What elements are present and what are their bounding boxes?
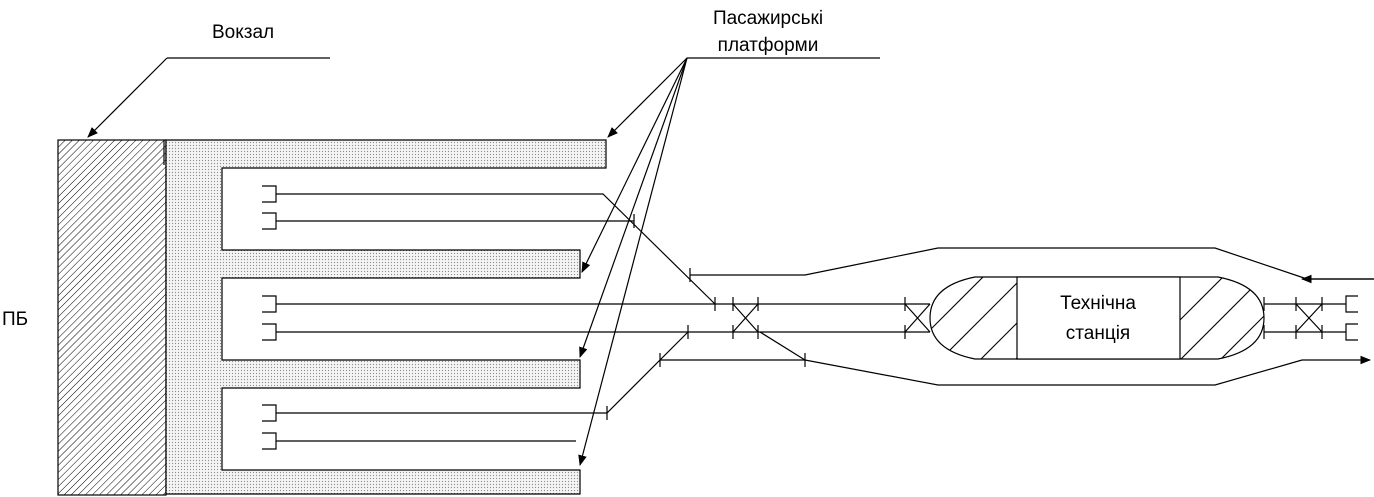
platforms-label-line2: платформи [718, 35, 819, 56]
platforms-label-line1: Пасажирські [713, 8, 823, 29]
station-building-label: Вокзал [212, 22, 274, 43]
switch-ticks [606, 214, 1323, 420]
technical-station-label-line1: Технічна [1060, 293, 1136, 314]
technical-station-box [1016, 276, 1181, 360]
left-marker-label: ПБ [2, 309, 28, 330]
main-lines [660, 247, 1374, 386]
technical-station-label-line2: станція [1066, 323, 1130, 344]
crossovers [732, 303, 1323, 333]
technical-station [929, 276, 1265, 360]
platform-tracks [276, 193, 930, 442]
platform-area [165, 139, 607, 495]
station-building [57, 139, 167, 496]
leader-lines [87, 57, 880, 467]
